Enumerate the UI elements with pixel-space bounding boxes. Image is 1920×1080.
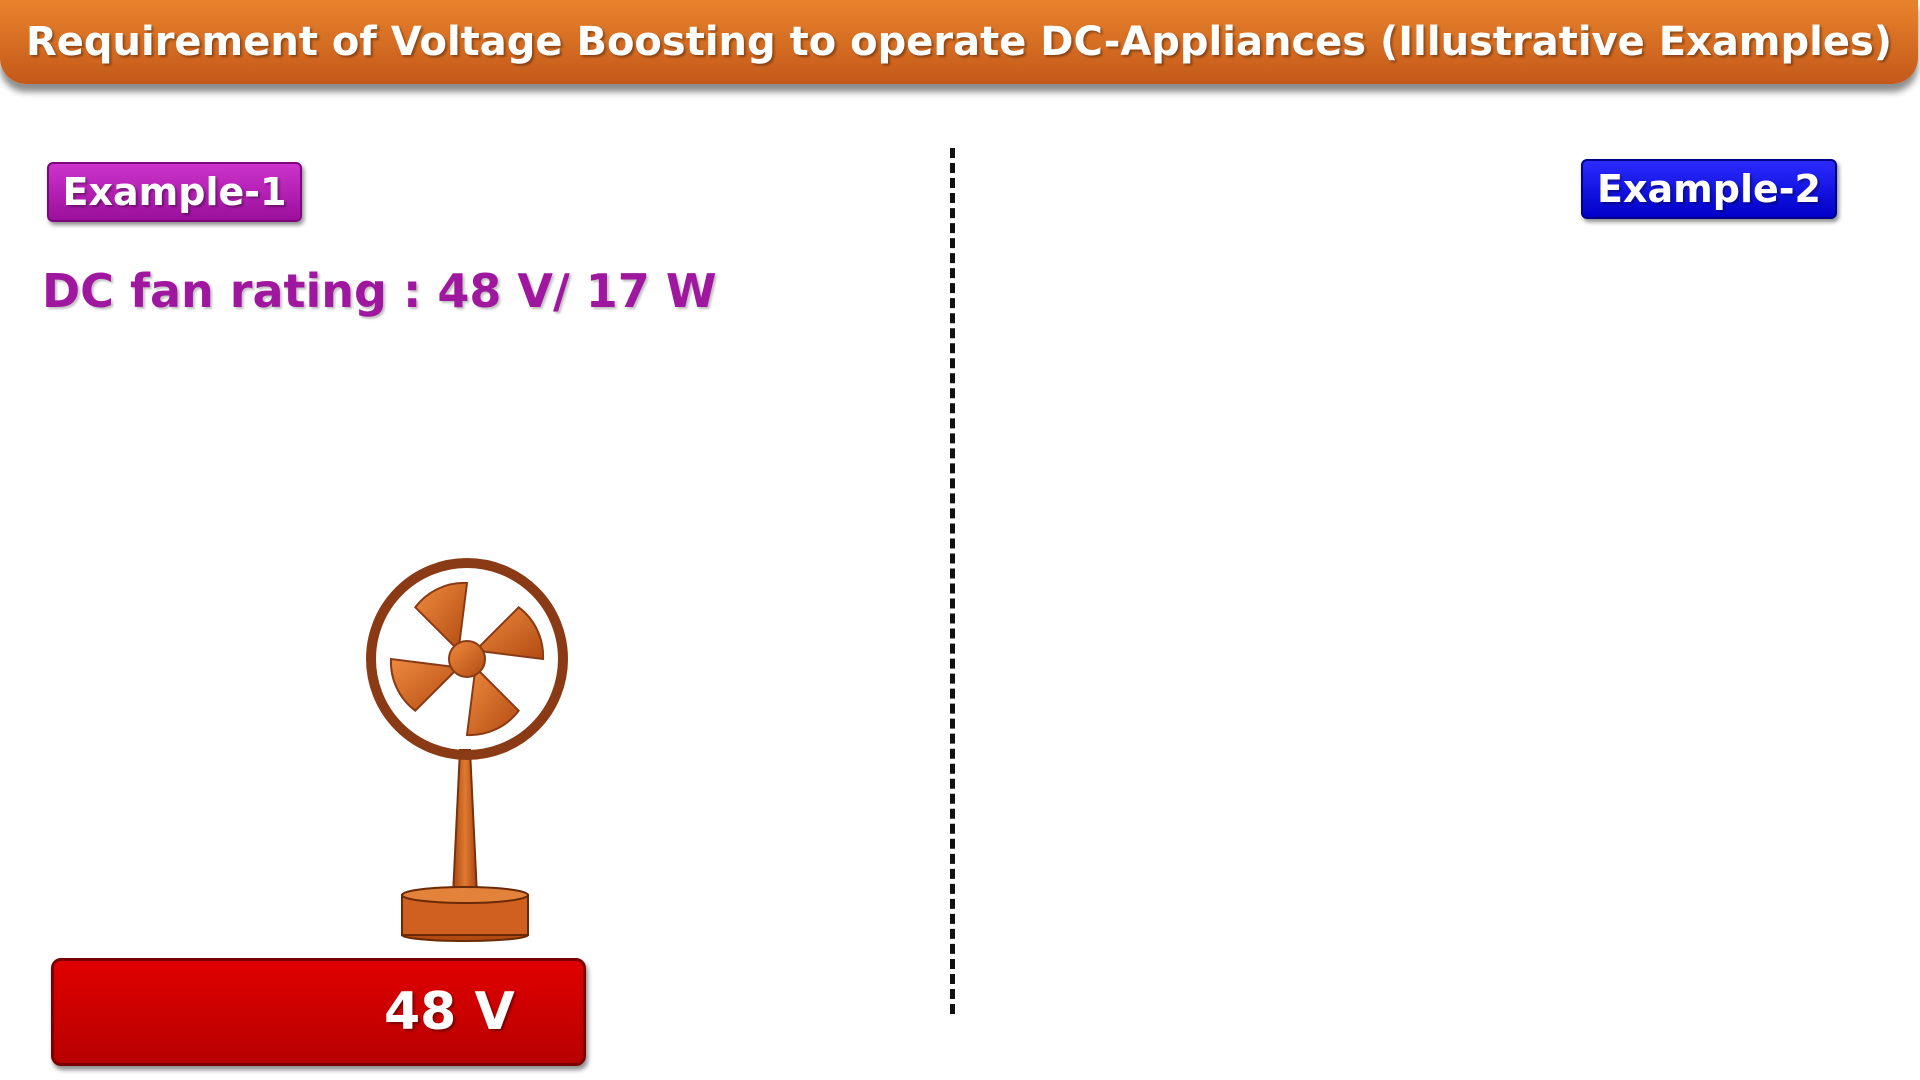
fan-pole bbox=[451, 749, 479, 896]
voltage-label: 48 V bbox=[384, 982, 515, 1042]
dashed-divider bbox=[950, 148, 955, 1014]
title-banner: Requirement of Voltage Boosting to opera… bbox=[0, 0, 1918, 84]
example-2-badge: Example-2 bbox=[1581, 159, 1837, 219]
example-1-badge: Example-1 bbox=[47, 162, 302, 222]
fan-guard-ring bbox=[366, 558, 568, 760]
dc-source-48v: 48 V bbox=[51, 958, 586, 1066]
fan-rating-label: DC fan rating : 48 V/ 17 W bbox=[42, 264, 717, 318]
fan-hub bbox=[448, 640, 486, 678]
slide-title: Requirement of Voltage Boosting to opera… bbox=[25, 19, 1893, 65]
table-fan-icon bbox=[366, 558, 568, 942]
fan-blades bbox=[389, 581, 545, 737]
